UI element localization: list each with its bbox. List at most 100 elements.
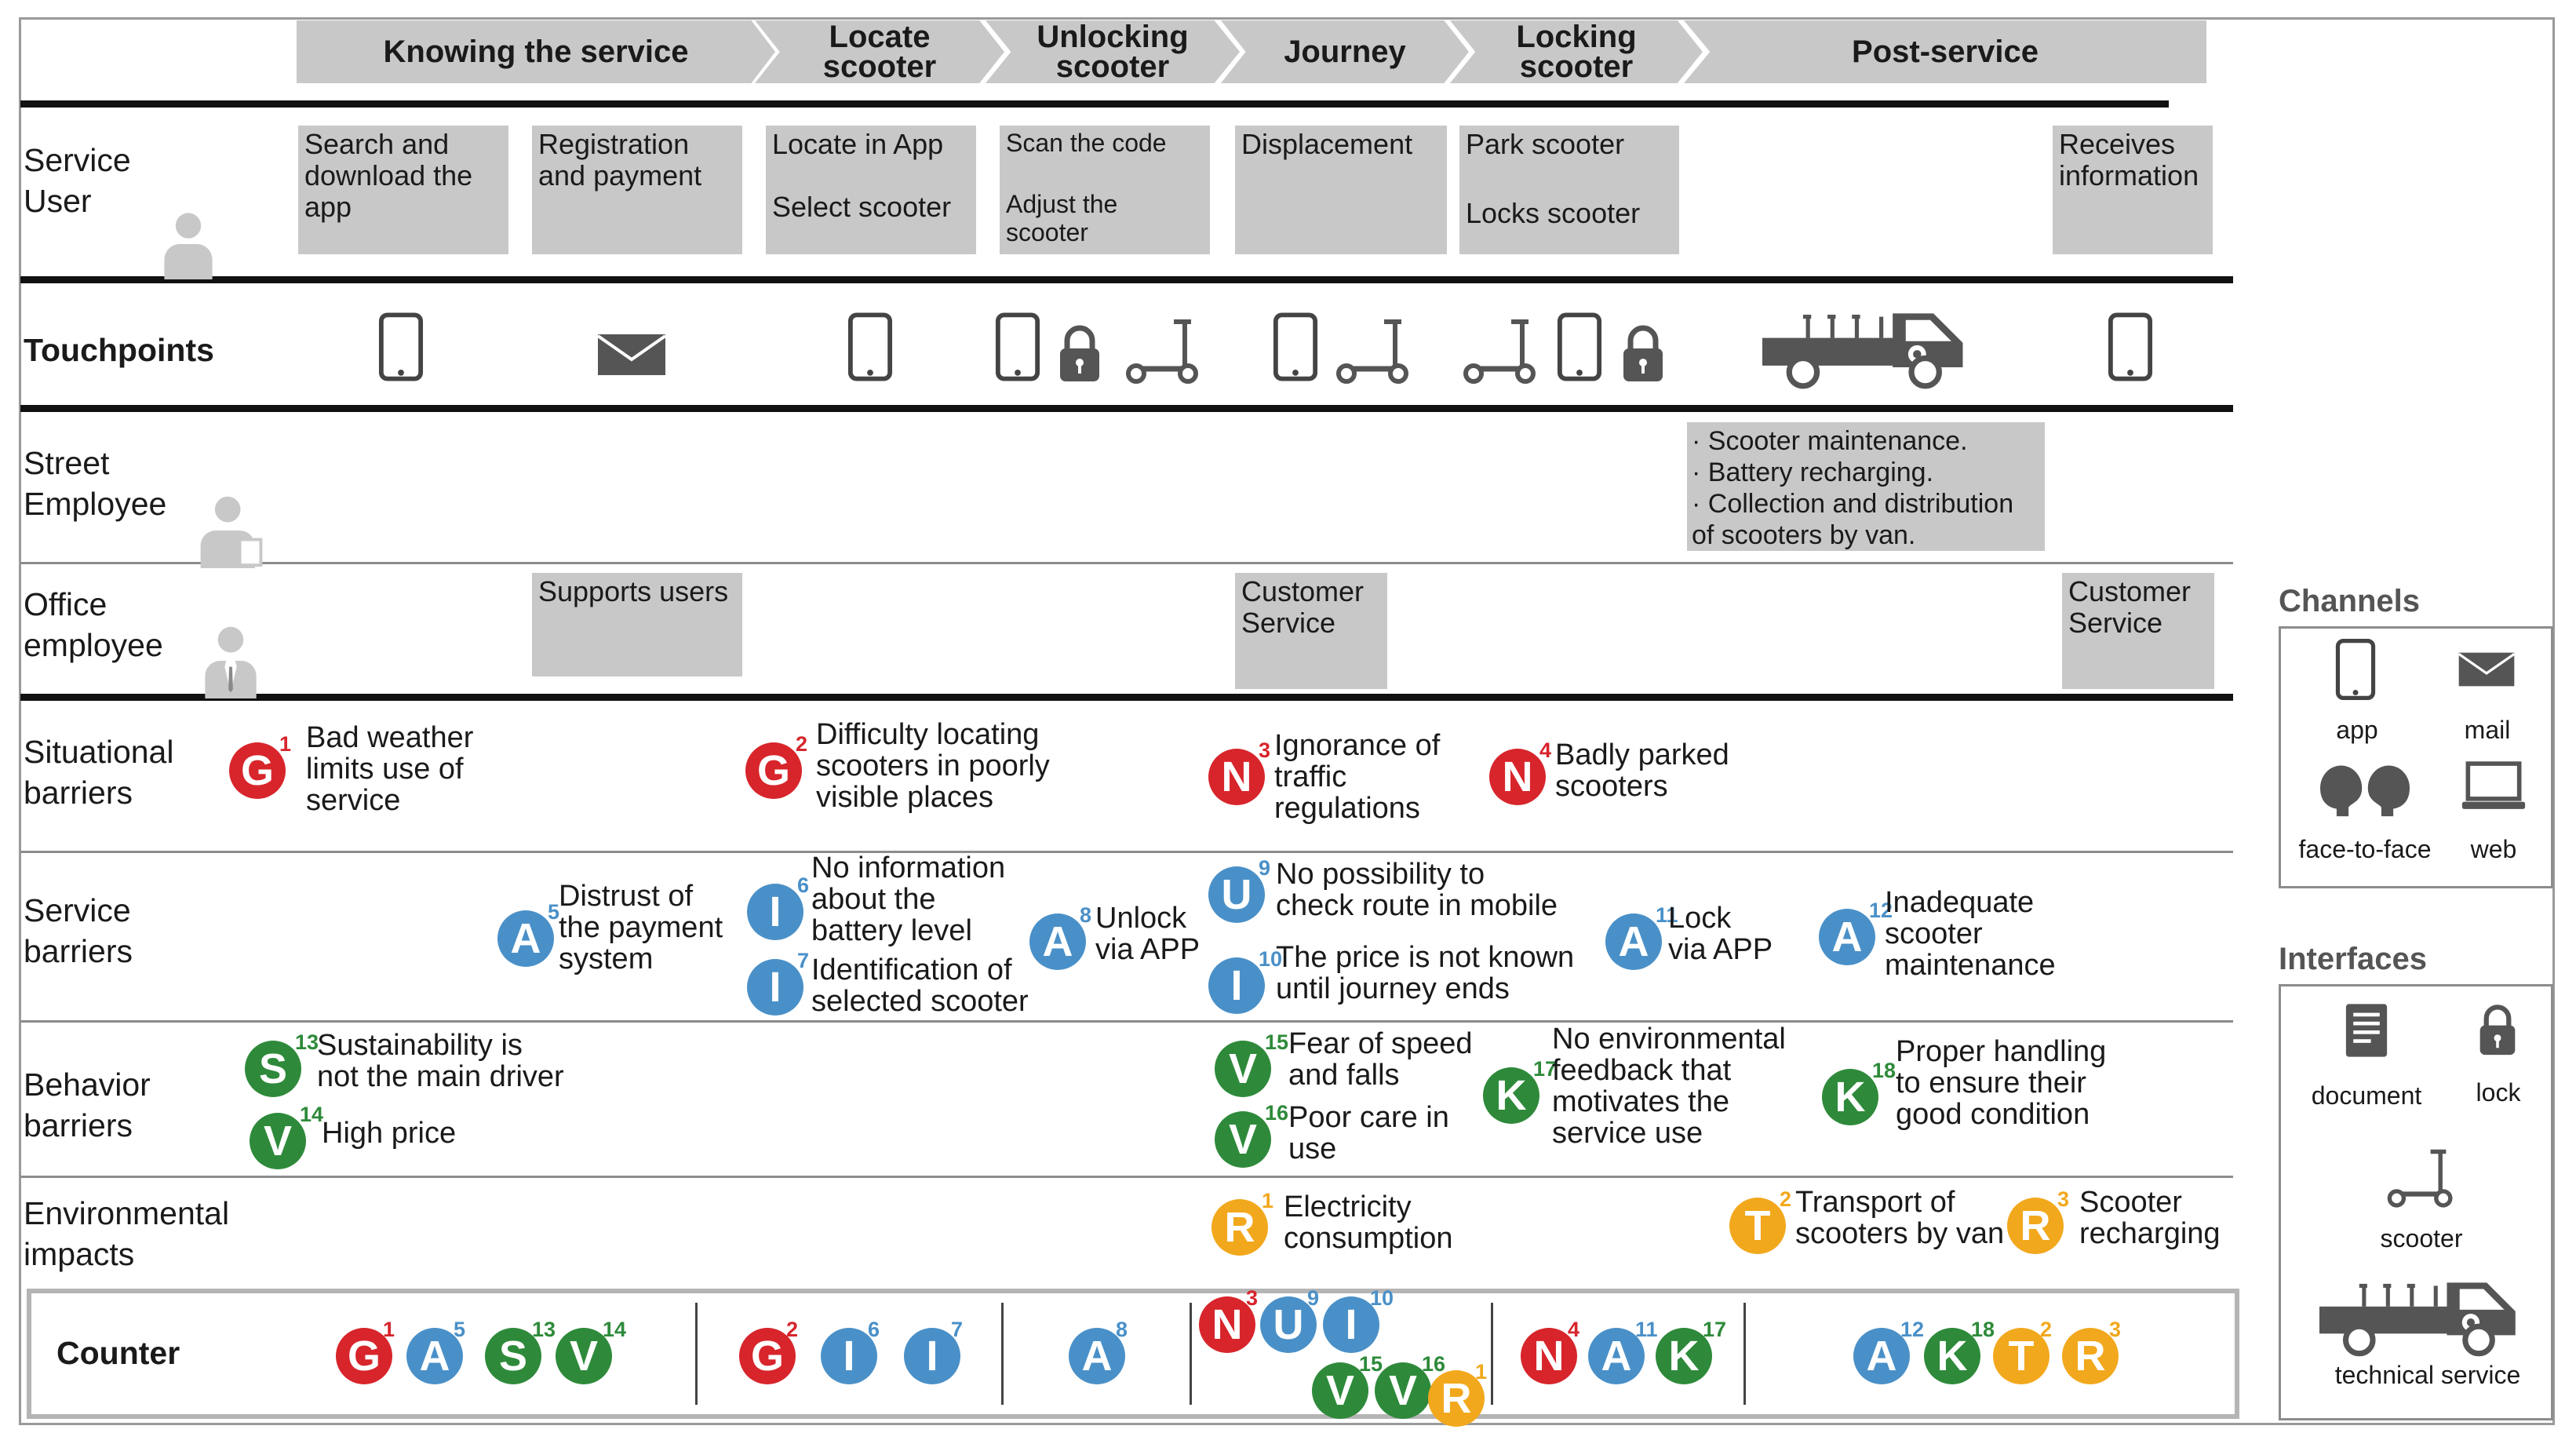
counter-separator	[1190, 1303, 1192, 1405]
badge-number: 12	[1869, 899, 1893, 922]
scooter-icon	[1124, 314, 1202, 385]
lock-icon	[1058, 323, 1102, 383]
lane-label-street-employee: Street Employee	[24, 445, 167, 522]
counter-badge: A	[1853, 1328, 1910, 1384]
barrier-text-line: traffic	[1274, 760, 1347, 793]
stage-post-service: Post-service	[1684, 20, 2206, 83]
divider-line	[20, 694, 2233, 701]
badge-letter: I	[1345, 1301, 1357, 1348]
counter-badge: A	[406, 1328, 463, 1384]
barrier-text-line: Proper handling	[1896, 1035, 2107, 1068]
barrier-text-line: scooter	[1885, 917, 1983, 950]
badge-letter: G	[750, 1333, 784, 1380]
barrier-text-line: and falls	[1288, 1059, 1400, 1092]
badge-number: 5	[548, 900, 560, 924]
barrier-text-line: Lock	[1668, 902, 1732, 935]
barrier-text-line: maintenance	[1885, 949, 2056, 982]
barrier-text-line: Badly parked	[1555, 738, 1729, 771]
counter-separator	[1001, 1303, 1004, 1405]
barrier-text-line: Transport of	[1795, 1186, 1955, 1219]
barrier-text-line: Fear of speed	[1288, 1027, 1473, 1060]
stage-label: Locking scooter	[1516, 20, 1637, 84]
barrier-text-line: until journey ends	[1276, 972, 1510, 1005]
badge-number: 2	[1780, 1187, 1792, 1211]
divider-line	[20, 276, 2233, 283]
badge-number: 14	[300, 1103, 324, 1126]
badge-number: 13	[295, 1030, 319, 1054]
divider-line	[20, 100, 2169, 108]
barrier-text-line: limits use of	[306, 753, 464, 786]
stage-knowing-the-service: Knowing the service	[297, 20, 775, 83]
barrier-text-line: consumption	[1284, 1222, 1453, 1255]
counter-badge: A	[1069, 1328, 1125, 1384]
action-line: scooter	[1006, 218, 1088, 246]
divider-line	[20, 851, 2233, 853]
badge-number: 1	[383, 1318, 395, 1341]
legend-label-mail: mail	[2464, 716, 2511, 744]
legend-label-document: document	[2311, 1081, 2422, 1110]
action-line: Receives	[2059, 128, 2176, 160]
action-scan-adjust-scooter: Scan the code Adjust the scooter	[1000, 126, 1210, 254]
action-line: Search and	[304, 128, 450, 160]
barrier-text-line: High price	[322, 1117, 457, 1150]
legend-channels-title: Channels	[2279, 584, 2421, 618]
barrier-text: High price	[322, 1118, 456, 1149]
stage-unlocking-scooter: Unlocking scooter	[986, 20, 1240, 83]
barrier-badge: N	[1208, 749, 1265, 805]
divider-line	[20, 1176, 2233, 1178]
legend-label-web: web	[2470, 835, 2517, 863]
counter-badge: N	[1199, 1296, 1255, 1353]
counter-separator	[1491, 1303, 1493, 1405]
badge-number: 6	[868, 1318, 880, 1341]
lock-icon	[2478, 1003, 2517, 1056]
counter-badge: G	[739, 1328, 796, 1384]
badge-number: 10	[1370, 1286, 1394, 1310]
barrier-text-line: service	[306, 784, 401, 817]
badge-letter: I	[1230, 962, 1243, 1009]
lane-label-environmental-impacts: Environmental impacts	[24, 1195, 230, 1272]
phone-icon	[1557, 312, 1602, 381]
badge-letter: U	[1273, 1301, 1304, 1348]
barrier-text-line: Scooter	[2079, 1186, 2182, 1219]
counter-badge: N	[1521, 1328, 1577, 1384]
badge-number: 7	[951, 1318, 964, 1341]
badge-number: 14	[603, 1318, 627, 1341]
barrier-text-line: feedback that	[1552, 1054, 1732, 1087]
legend-label-app: app	[2336, 716, 2378, 744]
legend-label-technical-service: technical service	[2334, 1361, 2521, 1389]
barrier-text-line: Difficulty locating	[816, 718, 1040, 751]
barrier-text-line: good condition	[1896, 1098, 2090, 1131]
legend-interfaces-title: Interfaces	[2279, 942, 2427, 976]
badge-letter: S	[258, 1045, 288, 1092]
badge-letter: V	[569, 1333, 599, 1380]
badge-letter: I	[769, 964, 782, 1011]
badge-letter: V	[1228, 1116, 1258, 1163]
barrier-badge: N	[1489, 749, 1546, 805]
badge-number: 8	[1080, 903, 1092, 927]
badge-number: 3	[2057, 1187, 2070, 1211]
task-line: · Collection and distribution	[1692, 489, 2014, 519]
action-displacement: Displacement	[1235, 126, 1447, 254]
stage-label: Post-service	[1852, 35, 2039, 69]
legend-interfaces-box	[2279, 984, 2553, 1420]
phone-icon	[847, 312, 893, 381]
barrier-text-line: Ignorance of	[1274, 729, 1441, 762]
phone-icon	[2108, 312, 2153, 381]
barrier-badge: V	[250, 1113, 306, 1169]
barrier-badge: A	[1029, 913, 1086, 970]
barrier-badge: R	[1211, 1199, 1268, 1256]
badge-letter: R	[1224, 1204, 1255, 1251]
action-line: Locks scooter	[1466, 197, 1641, 229]
badge-number: 3	[1259, 738, 1271, 762]
barrier-badge: G	[229, 742, 286, 799]
barrier-text-line: Sustainability is	[317, 1029, 523, 1062]
badge-letter: G	[347, 1333, 381, 1380]
lock-icon	[1621, 323, 1665, 383]
counter-badge: K	[1924, 1328, 1980, 1384]
barrier-text-line: scooters in poorly	[816, 749, 1050, 782]
